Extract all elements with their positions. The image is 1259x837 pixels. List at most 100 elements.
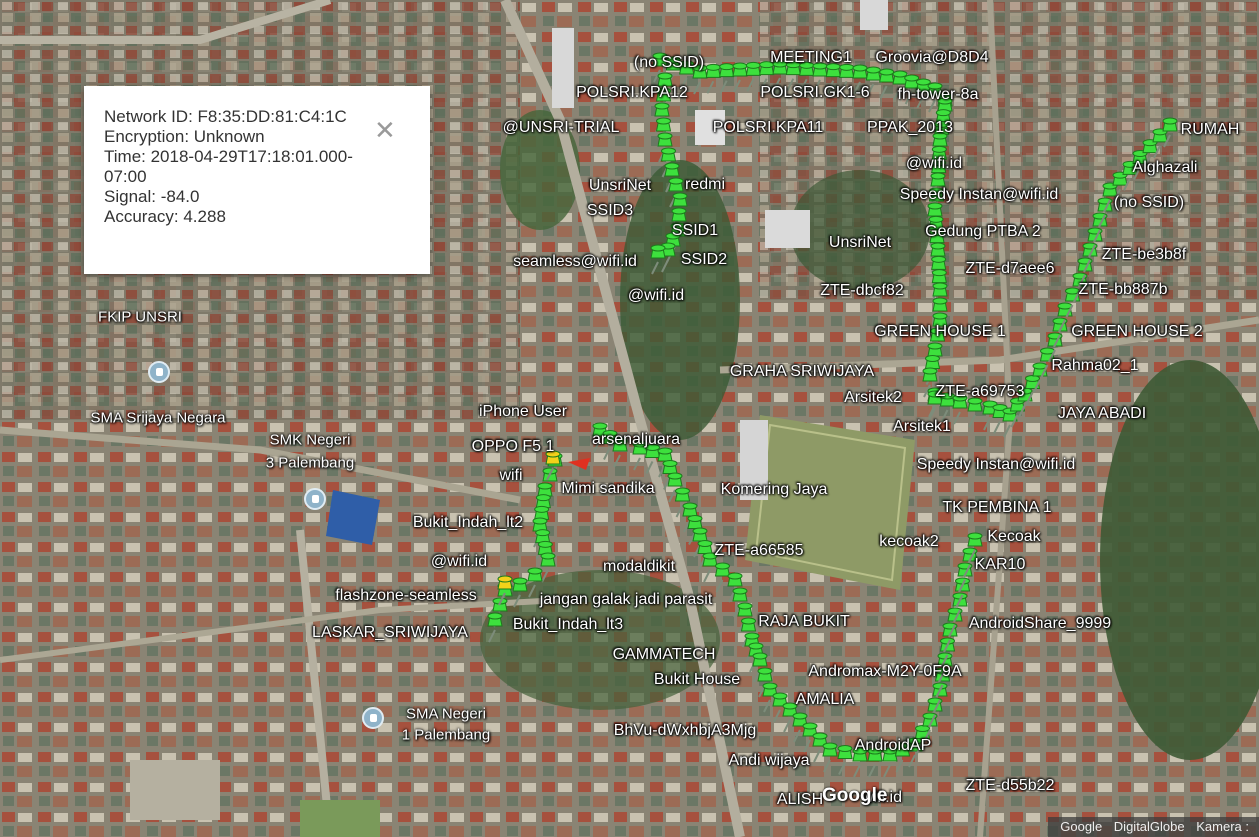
wifi-pin-icon[interactable] — [702, 552, 718, 583]
poi-label: SMK Negeri — [269, 431, 351, 449]
wifi-pin-icon[interactable] — [852, 64, 868, 95]
close-icon[interactable]: ✕ — [374, 116, 396, 146]
network-label: Andi wijaya — [728, 752, 810, 769]
wifi-pin-icon[interactable] — [939, 392, 956, 423]
wifi-pin-icon[interactable] — [879, 68, 895, 99]
network-label: Speedy Instan@wifi.id — [916, 456, 1076, 473]
wifi-pin-icon[interactable] — [812, 62, 828, 93]
wifi-pin-icon[interactable] — [852, 747, 868, 778]
wifi-pin-icon[interactable] — [652, 52, 668, 83]
selected-marker-icon — [568, 458, 590, 470]
wifi-pin-icon[interactable] — [822, 742, 838, 773]
school-pin-icon[interactable] — [304, 488, 326, 510]
wifi-pin-icon[interactable] — [512, 577, 528, 608]
wifi-pin-icon[interactable] — [714, 562, 731, 593]
wifi-pin-icon[interactable] — [737, 602, 753, 633]
wifi-pin-icon[interactable] — [915, 78, 931, 109]
network-label: @wifi.id — [430, 553, 488, 570]
wifi-pin-icon[interactable] — [537, 540, 553, 571]
wifi-pin-icon[interactable] — [904, 74, 920, 105]
wifi-pin-icon[interactable] — [772, 692, 788, 723]
wifi-pin-icon[interactable] — [545, 450, 561, 481]
wifi-pin-icon[interactable] — [812, 732, 828, 763]
network-label: ZTE-bb887b — [1078, 281, 1168, 298]
network-label: @wifi.id — [627, 287, 685, 304]
network-label: seamless@wifi.id — [513, 253, 637, 270]
wifi-pin-icon[interactable] — [705, 63, 721, 94]
wifi-pin-icon[interactable] — [967, 532, 983, 563]
network-label: Komering Jaya — [720, 481, 828, 498]
wifi-pin-icon[interactable] — [757, 667, 773, 698]
wifi-pin-icon[interactable] — [772, 60, 788, 91]
wifi-pin-icon[interactable] — [1162, 117, 1178, 148]
wifi-pin-icon[interactable] — [687, 515, 703, 545]
wifi-pin-icon[interactable] — [662, 460, 678, 490]
wifi-pin-icon[interactable] — [679, 60, 695, 91]
attribution-google[interactable]: Google — [1060, 819, 1103, 834]
network-label: Bukit_Indah_lt3 — [512, 616, 624, 633]
network-label: SSID1 — [671, 222, 719, 239]
wifi-pin-icon[interactable] — [540, 552, 556, 583]
wifi-pin-icon[interactable] — [527, 567, 543, 598]
wifi-pin-icon[interactable] — [668, 177, 684, 208]
wifi-pin-icon[interactable] — [487, 612, 503, 643]
wifi-pin-icon[interactable] — [674, 487, 691, 518]
wifi-pin-icon[interactable] — [1077, 257, 1093, 288]
wifi-pin-icon[interactable] — [1017, 387, 1033, 418]
network-label: wifi — [499, 467, 523, 484]
wifi-pin-icon[interactable] — [952, 394, 968, 425]
wifi-pin-icon[interactable] — [799, 61, 815, 92]
poi-label: 3 Palembang — [265, 454, 355, 472]
wifi-pin-icon[interactable] — [922, 367, 938, 398]
wifi-pin-icon[interactable] — [802, 722, 818, 753]
wifi-pin-icon[interactable] — [732, 587, 748, 618]
wifi-pin-icon[interactable] — [762, 682, 778, 713]
wifi-pin-icon[interactable] — [937, 652, 953, 683]
wifi-pin-icon[interactable] — [882, 747, 898, 778]
wifi-pin-icon[interactable] — [740, 617, 757, 648]
wifi-pin-icon[interactable] — [782, 702, 798, 733]
wifi-pin-icon[interactable] — [932, 682, 948, 713]
wifi-pin-icon[interactable] — [612, 437, 628, 468]
wifi-pin-icon[interactable] — [732, 62, 748, 93]
attribution-digitalglobe[interactable]: DigitalGlobe — [1113, 819, 1185, 834]
wifi-pin-icon[interactable] — [865, 66, 881, 97]
attribution-camera[interactable]: Kamera : — [1196, 819, 1249, 834]
wifi-pin-icon[interactable] — [952, 592, 968, 623]
wifi-pin-icon[interactable] — [982, 400, 998, 431]
network-label: ZTE-d55b22 — [965, 777, 1055, 794]
wifi-pin-icon[interactable] — [792, 712, 808, 743]
wifi-pin-icon[interactable] — [632, 440, 648, 471]
wifi-pin-icon[interactable] — [692, 64, 708, 95]
wifi-pin-icon[interactable] — [839, 63, 855, 94]
wifi-pin-icon[interactable] — [759, 61, 775, 92]
wifi-pin-icon[interactable] — [667, 472, 683, 503]
wifi-pin-icon[interactable] — [727, 572, 743, 603]
wifi-pin-icon[interactable] — [892, 70, 908, 101]
wifi-pin-icon[interactable] — [644, 444, 661, 474]
wifi-pin-icon[interactable] — [1102, 182, 1118, 213]
wifi-pin-icon[interactable] — [927, 82, 943, 113]
wifi-pin-icon[interactable] — [650, 244, 666, 275]
network-label: Alghazali — [1132, 159, 1198, 176]
wifi-pin-icon[interactable] — [1152, 128, 1168, 159]
popup-network-id: Network ID: F8:35:DD:81:C4:1C — [104, 107, 347, 126]
wifi-pin-icon[interactable] — [927, 697, 943, 728]
wifi-pin-icon[interactable] — [785, 61, 801, 92]
school-pin-icon[interactable] — [362, 707, 384, 729]
wifi-pin-icon[interactable] — [745, 61, 761, 92]
wifi-pin-icon[interactable] — [1142, 139, 1158, 170]
wifi-pin-icon[interactable] — [837, 745, 853, 775]
poi-label: SMA Srijaya Negara — [90, 409, 226, 427]
wifi-pin-icon[interactable] — [927, 390, 943, 421]
popup-time-cont: 07:00 — [104, 167, 147, 186]
wifi-pin-icon[interactable] — [497, 575, 513, 606]
network-label: iPhone User — [478, 403, 568, 420]
wifi-pin-icon[interactable] — [1032, 362, 1048, 393]
wifi-pin-icon[interactable] — [867, 747, 883, 778]
wifi-pin-icon[interactable] — [967, 397, 983, 428]
wifi-pin-icon[interactable] — [894, 742, 911, 773]
network-label: Bukit_Indah_lt2 — [412, 514, 524, 531]
school-pin-icon[interactable] — [148, 361, 170, 383]
